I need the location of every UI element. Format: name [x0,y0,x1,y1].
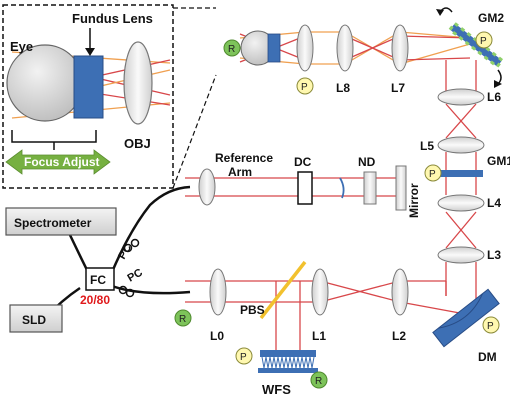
gm1-label: GM1 [487,154,510,168]
marker-p-dm-text: P [487,321,494,332]
gm2-label: GM2 [478,11,504,25]
ref-lens [198,168,216,206]
focus-adjust-label: Focus Adjust [24,155,100,169]
marker-p-gm2-text: P [480,36,487,47]
mirror-label: Mirror [407,183,421,218]
l3-label: L3 [487,248,501,262]
marker-p-wfs: P [235,347,253,365]
reference-label-2: Arm [228,165,252,179]
nd-filter [363,171,377,205]
eye-label: Eye [10,39,33,54]
eye-small [240,30,281,66]
marker-p-gm1: P [424,164,442,182]
l6-label: L6 [487,90,501,104]
focus-adjust-arrow [5,149,111,175]
marker-r-l0-text: R [179,314,186,325]
fundus-lens-label: Fundus Lens [72,11,153,26]
marker-r-wfs-text: R [315,376,322,387]
pc-bottom-label: PC [126,267,145,285]
obj-label: OBJ [124,136,151,151]
reference-label-1: Reference [215,151,273,165]
lens-l1 [311,268,329,316]
wfs-sensor [258,350,318,373]
lens-l5 [437,136,485,154]
marker-p-wfs-text: P [240,352,247,363]
l8-label: L8 [336,81,350,95]
nd-filter-wave [339,177,345,199]
pbs-splitter [259,260,307,320]
gm1-mirror [440,170,483,177]
l2-label: L2 [392,329,406,343]
lens-l3 [437,246,485,264]
eye-shape [6,44,84,122]
inset-box [2,4,217,189]
lens-l2 [391,268,409,316]
marker-r-l0: R [174,309,192,327]
ref-mirror [395,165,407,211]
wfs-label: WFS [262,382,291,397]
l4-label: L4 [487,196,501,210]
bottom-beams [185,177,477,350]
lens-l7 [391,24,409,72]
ratio-label: 20/80 [80,293,110,307]
lens-l8 [336,24,354,72]
l0-label: L0 [210,329,224,343]
obj-lens-shape [123,41,153,125]
nd-label: ND [358,155,376,169]
focus-bracket [11,130,97,143]
marker-p-gm2: P [475,31,493,49]
marker-p-gm1-text: P [429,169,436,180]
marker-p-l8: P [296,77,314,95]
marker-r-eye: R [223,39,241,57]
sld-box [9,304,63,333]
fundus-lens-shape [73,55,104,119]
dc-block [297,171,313,205]
dc-label: DC [294,155,312,169]
marker-p-dm: P [482,316,500,334]
lens-l0 [209,268,227,316]
marker-p-l8-text: P [301,82,308,93]
gm2-mirror [436,7,505,88]
dm-mirror [432,288,500,348]
spectrometer-label: Spectrometer [14,216,92,230]
lens-l6 [437,88,485,106]
lens-l8a [296,24,314,72]
l5-label: L5 [420,139,434,153]
marker-r-wfs: R [310,371,328,389]
dm-label: DM [478,350,497,364]
lens-l4 [437,194,485,212]
fc-box [85,267,115,291]
pbs-label: PBS [240,303,265,317]
spectrometer-box [5,207,117,236]
l7-label: L7 [391,81,405,95]
l1-label: L1 [312,329,326,343]
fc-label: FC [90,273,106,287]
marker-r-eye-text: R [228,44,235,55]
sld-label: SLD [22,313,46,327]
